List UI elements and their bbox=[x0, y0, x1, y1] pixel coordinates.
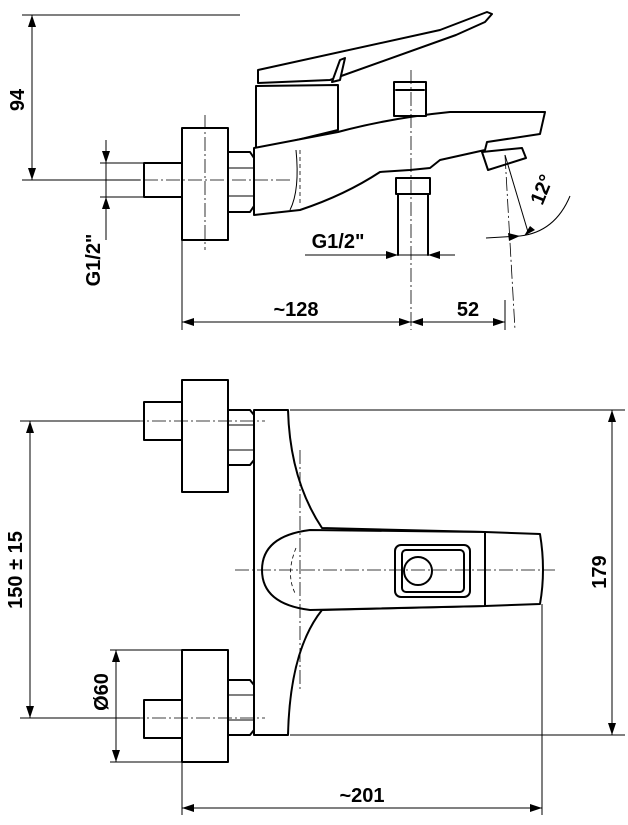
nut bbox=[227, 151, 255, 213]
dimension-inlet-thread: G1/2" bbox=[83, 140, 144, 286]
handle-base bbox=[331, 57, 346, 83]
dim-outlet-thread-label: G1/2" bbox=[312, 231, 365, 253]
mixer-body bbox=[253, 111, 546, 216]
spout-axis bbox=[504, 154, 516, 331]
front-nut-top bbox=[227, 409, 255, 466]
body-inner-contour bbox=[289, 149, 298, 211]
spout-angle-ref bbox=[504, 154, 529, 233]
dim-150-label: 150 ± 15 bbox=[5, 531, 27, 609]
dim-94-label: 94 bbox=[7, 88, 29, 111]
dimension-height: 94 bbox=[7, 14, 240, 181]
side-elevation-view bbox=[100, 11, 546, 331]
dimension-depth: ~128 52 bbox=[181, 240, 506, 330]
dim-12-label: 12° bbox=[527, 172, 559, 208]
front-nut-bottom bbox=[227, 679, 255, 736]
dim-60-label: Ø60 bbox=[91, 673, 113, 711]
dim-inlet-thread-label: G1/2" bbox=[83, 234, 105, 287]
front-escutcheon-bottom bbox=[181, 649, 229, 763]
front-hidden-contour bbox=[290, 547, 297, 596]
dimension-escutcheon-diameter: Ø60 bbox=[91, 649, 182, 763]
dimension-overall-height: 179 bbox=[290, 409, 625, 736]
dimension-outlet-thread: G1/2" bbox=[305, 231, 455, 259]
front-escutcheon-top bbox=[181, 379, 229, 493]
outlet-connector bbox=[395, 177, 431, 195]
cartridge-body bbox=[255, 84, 339, 151]
handle-lever bbox=[257, 11, 493, 84]
dim-201-label: ~201 bbox=[339, 785, 384, 807]
aerator bbox=[481, 147, 527, 171]
dim-52-label: 52 bbox=[457, 299, 479, 321]
front-elevation-view bbox=[130, 379, 555, 763]
dim-179-label: 179 bbox=[589, 555, 611, 588]
front-handle-knob bbox=[403, 556, 433, 586]
dim-128-label: ~128 bbox=[273, 299, 318, 321]
dimension-spout-angle: 12° bbox=[485, 172, 571, 241]
front-inlet-bottom bbox=[143, 699, 183, 739]
diverter-knob bbox=[393, 81, 427, 117]
dimension-overall-depth: ~201 bbox=[181, 604, 543, 815]
dimension-inlet-spacing: 150 ± 15 bbox=[5, 420, 140, 719]
